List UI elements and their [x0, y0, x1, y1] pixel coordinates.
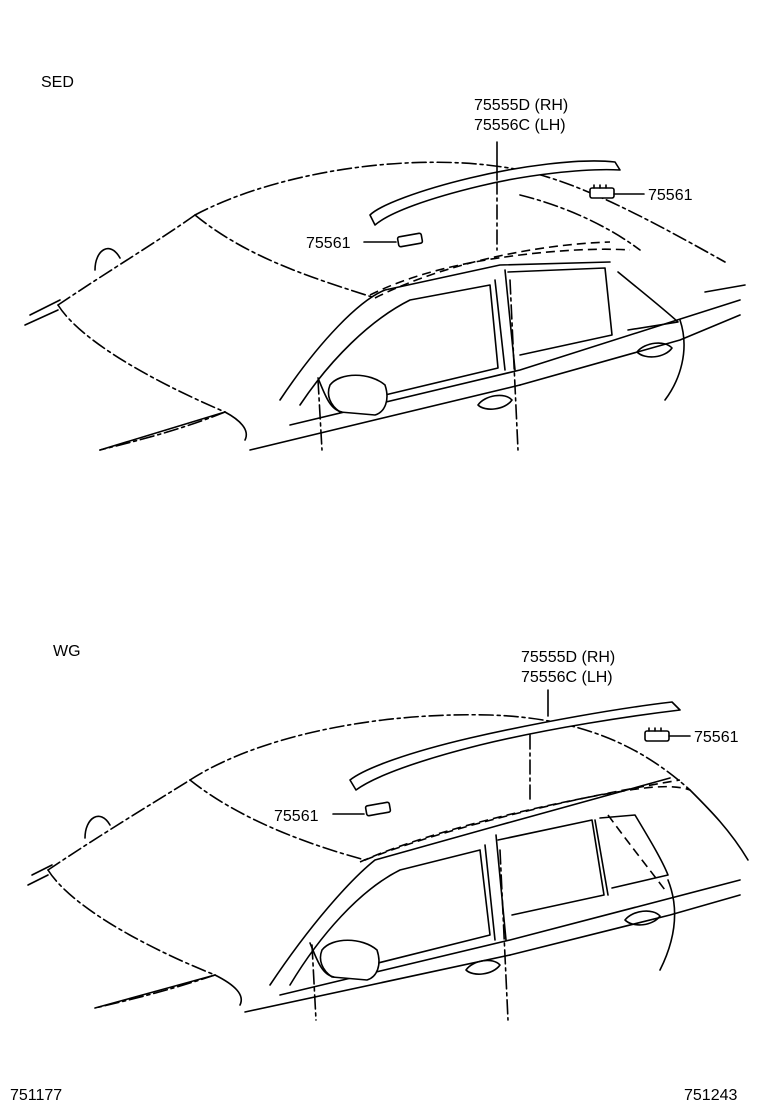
wg-molding-rh-label: 75555D (RH): [521, 649, 615, 666]
footer-left-code: 751177: [10, 1087, 62, 1104]
wg-molding-lh-label: 75556C (LH): [521, 669, 613, 686]
wg-clip-right: [644, 727, 691, 742]
wagon-section: WG 75555D (RH) 75556C (LH) 75561 75561: [27, 643, 749, 1021]
sedan-section: SED 75555D (RH) 75556C (LH) 75561 75561: [24, 74, 746, 451]
sed-clip-right: [589, 184, 645, 199]
sed-variant-label: SED: [41, 74, 74, 91]
wg-clip-left: [332, 801, 392, 817]
wg-clip-right-label: 75561: [694, 729, 739, 746]
wg-clip-left-label: 75561: [274, 808, 319, 825]
wagon-car-outline: [27, 713, 749, 1021]
sed-molding-rh-label: 75555D (RH): [474, 97, 568, 114]
sed-clip-right-label: 75561: [648, 187, 693, 204]
footer-right-code: 751243: [684, 1087, 737, 1104]
sed-clip-left-label: 75561: [306, 235, 351, 252]
wg-variant-label: WG: [53, 643, 81, 660]
sed-roof-molding-part: [369, 141, 621, 226]
wg-roof-molding-part: [349, 689, 681, 791]
sed-molding-lh-label: 75556C (LH): [474, 117, 566, 134]
sedan-car-outline: [24, 161, 746, 451]
sed-clip-left: [363, 232, 424, 248]
